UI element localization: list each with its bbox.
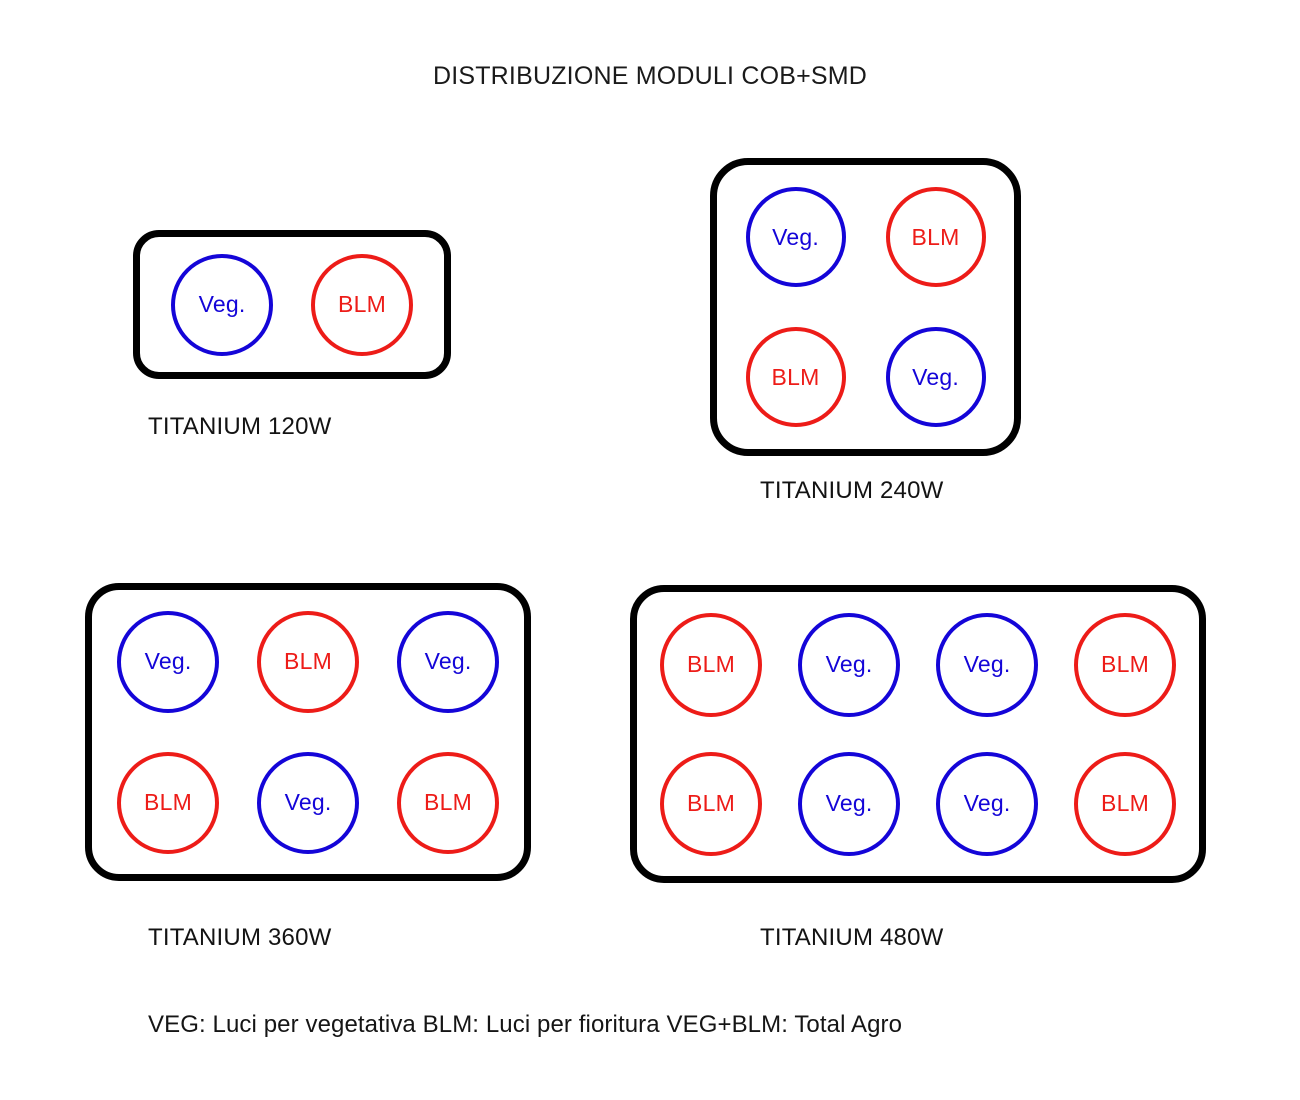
module-blm: BLM xyxy=(885,187,986,287)
module-label: Veg. xyxy=(772,223,819,250)
fixture-panel-240w: Veg. BLM BLM Veg. xyxy=(710,158,1021,456)
module-label: Veg. xyxy=(963,790,1011,816)
module-blm: BLM xyxy=(1074,751,1176,856)
panel-caption-360w: TITANIUM 360W xyxy=(148,924,332,951)
panel-caption-240w: TITANIUM 240W xyxy=(760,477,944,504)
panel-caption-120w: TITANIUM 120W xyxy=(148,413,332,440)
module-label: Veg. xyxy=(912,363,959,390)
module-label: BLM xyxy=(687,790,735,816)
module-veg: Veg. xyxy=(745,187,846,287)
module-label: BLM xyxy=(771,363,820,390)
module-veg: Veg. xyxy=(798,612,900,717)
module-label: Veg. xyxy=(144,648,192,674)
module-label: BLM xyxy=(284,648,332,674)
legend-text: VEG: Luci per vegetativa BLM: Luci per f… xyxy=(148,1011,903,1038)
fixture-panel-480w: BLM Veg. Veg. BLM BLM Veg. Veg. BLM xyxy=(630,585,1206,883)
module-grid-120w: Veg. BLM xyxy=(152,253,432,356)
module-blm: BLM xyxy=(660,612,762,717)
module-label: Veg. xyxy=(825,790,873,816)
fixture-panel-120w: Veg. BLM xyxy=(133,230,451,379)
module-blm: BLM xyxy=(117,751,219,854)
module-blm: BLM xyxy=(1074,612,1176,717)
module-veg: Veg. xyxy=(257,751,359,854)
module-label: BLM xyxy=(911,223,960,250)
module-grid-240w: Veg. BLM BLM Veg. xyxy=(726,167,1006,447)
module-label: BLM xyxy=(338,291,386,317)
fixture-panel-360w: Veg. BLM Veg. BLM Veg. BLM xyxy=(85,583,531,881)
module-label: BLM xyxy=(144,789,192,815)
module-blm: BLM xyxy=(660,751,762,856)
module-veg: Veg. xyxy=(885,327,986,427)
panel-caption-480w: TITANIUM 480W xyxy=(760,924,944,951)
module-label: Veg. xyxy=(198,291,246,317)
module-label: BLM xyxy=(687,651,735,677)
module-blm: BLM xyxy=(311,253,413,356)
module-blm: BLM xyxy=(257,610,359,713)
module-label: BLM xyxy=(1101,790,1149,816)
module-grid-360w: Veg. BLM Veg. BLM Veg. BLM xyxy=(98,591,518,873)
module-label: Veg. xyxy=(284,789,332,815)
module-veg: Veg. xyxy=(936,612,1038,717)
module-blm: BLM xyxy=(745,327,846,427)
module-blm: BLM xyxy=(397,751,499,854)
module-label: Veg. xyxy=(825,651,873,677)
module-veg: Veg. xyxy=(117,610,219,713)
diagram-title: DISTRIBUZIONE MODULI COB+SMD xyxy=(432,62,868,90)
module-veg: Veg. xyxy=(171,253,273,356)
module-veg: Veg. xyxy=(798,751,900,856)
module-label: BLM xyxy=(1101,651,1149,677)
module-label: Veg. xyxy=(963,651,1011,677)
module-veg: Veg. xyxy=(936,751,1038,856)
module-veg: Veg. xyxy=(397,610,499,713)
module-label: BLM xyxy=(424,789,472,815)
module-label: Veg. xyxy=(424,648,472,674)
module-grid-480w: BLM Veg. Veg. BLM BLM Veg. Veg. BLM xyxy=(642,595,1194,873)
